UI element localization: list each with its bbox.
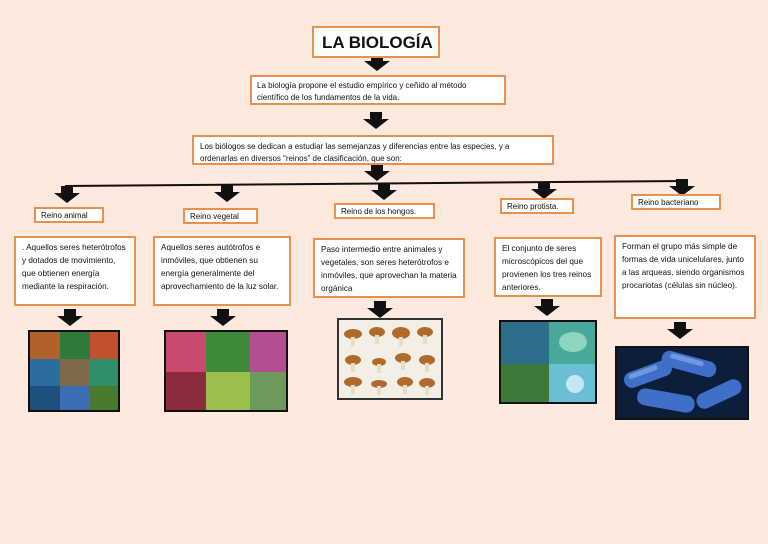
plant-collage [164,330,288,412]
mushroom-chart [337,318,443,400]
label-protista: Reino protista. [500,198,574,214]
arrow-branch-animal [54,186,80,203]
arrow-bacteriano-image [667,322,693,339]
arrow-intro-class [363,112,389,129]
arrow-protista-image [534,299,560,316]
bacteria-render [615,346,749,420]
desc-hongos: Paso intermedio entre animales y vegetal… [313,238,465,298]
arrow-animal-image [57,309,83,326]
desc-protista: El conjunto de seres microscópicos del q… [494,237,602,297]
label-bacteriano: Reino bacteriano [631,194,721,210]
desc-vegetal: Aquellos seres autótrofos e inmóviles, q… [153,236,291,306]
desc-animal: . Aquellos seres heterótrofos y dotados … [14,236,136,306]
arrow-vegetal-image [210,309,236,326]
arrow-class-branch [364,164,390,181]
protist-collage [499,320,597,404]
page-title: LA BIOLOGÍA [312,26,440,58]
arrow-branch-vegetal [214,185,240,202]
arrow-hongos-image [367,301,393,318]
branch-line [64,180,685,187]
label-animal: Reino animal [34,207,104,223]
classification-box: Los biólogos se dedican a estudiar las s… [192,135,554,165]
intro-box: La biología propone el estudio empírico … [250,75,506,105]
arrow-branch-hongos [371,183,397,200]
desc-bacteriano: Forman el grupo más simple de formas de … [614,235,756,319]
label-vegetal: Reino vegetal [183,208,258,224]
animal-collage [28,330,120,412]
label-hongos: Reino de los hongos. [334,203,435,219]
arrow-branch-protista [531,182,557,199]
